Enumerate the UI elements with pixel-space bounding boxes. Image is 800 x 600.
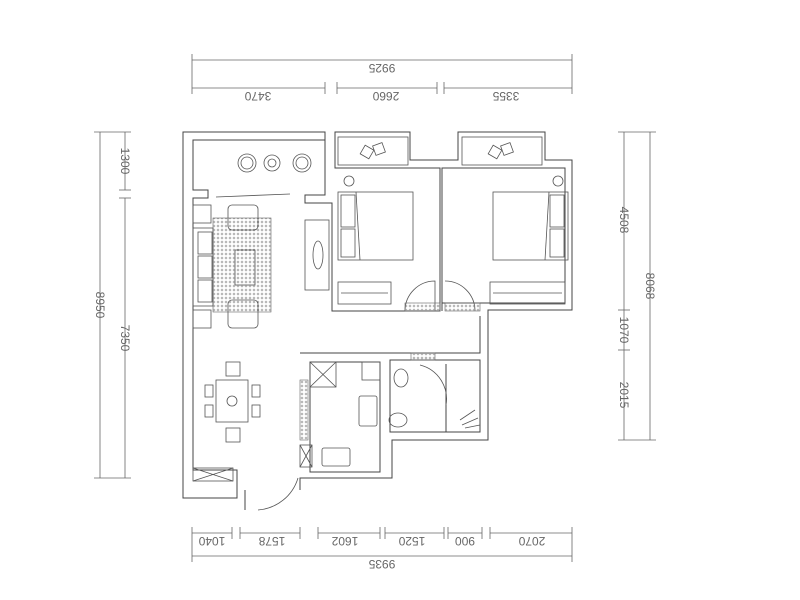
sofa — [192, 204, 259, 329]
entry-door — [257, 477, 299, 511]
dim-top-3: 3355 — [492, 89, 519, 103]
bottom-dimensions: 1040 1578 1602 1520 900 2070 9935 — [191, 527, 573, 571]
top-dimensions: 9925 3470 2660 3355 — [191, 54, 573, 103]
washbasin-icon — [393, 368, 409, 388]
wardrobe-2 — [489, 281, 566, 305]
dim-bottom-2: 1578 — [258, 534, 285, 548]
walls — [182, 131, 573, 510]
dining-table — [204, 361, 261, 443]
side-table — [192, 309, 212, 329]
dim-bottom-5: 900 — [455, 534, 475, 548]
dim-left-total: 8950 — [93, 292, 107, 319]
dim-left-1: 1300 — [118, 148, 132, 175]
fridge — [309, 361, 337, 388]
balcony-2 — [461, 136, 543, 166]
threshold-2 — [444, 302, 481, 312]
threshold-bath — [410, 352, 436, 361]
dim-right-total: 8068 — [643, 273, 657, 300]
kitchen-cabinet — [361, 361, 381, 381]
sink-icon — [321, 447, 351, 467]
cabinet-bottom-left — [192, 467, 234, 482]
counter — [299, 379, 309, 441]
dim-top-2: 2660 — [372, 89, 399, 103]
tv-icon — [312, 240, 324, 270]
rug — [212, 217, 272, 313]
dim-top-total: 9925 — [368, 61, 395, 75]
left-dimensions: 8950 1300 7350 — [93, 131, 132, 479]
tv-cabinet — [304, 219, 330, 291]
dim-top-1: 3470 — [244, 89, 271, 103]
right-dimensions: 4508 1070 2015 8068 — [617, 131, 657, 441]
cabinet-kitchen — [299, 444, 313, 468]
shower-icon — [459, 409, 481, 429]
dim-right-1: 4508 — [617, 207, 631, 234]
dim-bottom-1: 1040 — [198, 534, 225, 548]
sliding-door — [215, 193, 291, 198]
dim-right-3: 2015 — [617, 382, 631, 409]
dim-bottom-4: 1520 — [398, 534, 425, 548]
bath-door — [419, 364, 447, 406]
balcony-1 — [337, 136, 409, 166]
lamp-table — [192, 204, 212, 224]
dim-right-2: 1070 — [617, 317, 631, 344]
threshold-1 — [404, 302, 441, 312]
plant-icon — [359, 142, 386, 160]
dim-bottom-6: 2070 — [518, 534, 545, 548]
lounge-chairs — [237, 153, 312, 173]
toilet-icon — [388, 412, 408, 428]
dim-bottom-total: 9935 — [368, 557, 395, 571]
stove-icon — [358, 395, 378, 427]
bed-1 — [337, 175, 414, 261]
dim-left-2: 7350 — [118, 325, 132, 352]
bed-2 — [492, 175, 569, 261]
dim-bottom-3: 1602 — [331, 534, 358, 548]
wardrobe-1 — [337, 281, 392, 305]
plant-icon — [487, 142, 514, 160]
coffee-table — [234, 249, 256, 286]
